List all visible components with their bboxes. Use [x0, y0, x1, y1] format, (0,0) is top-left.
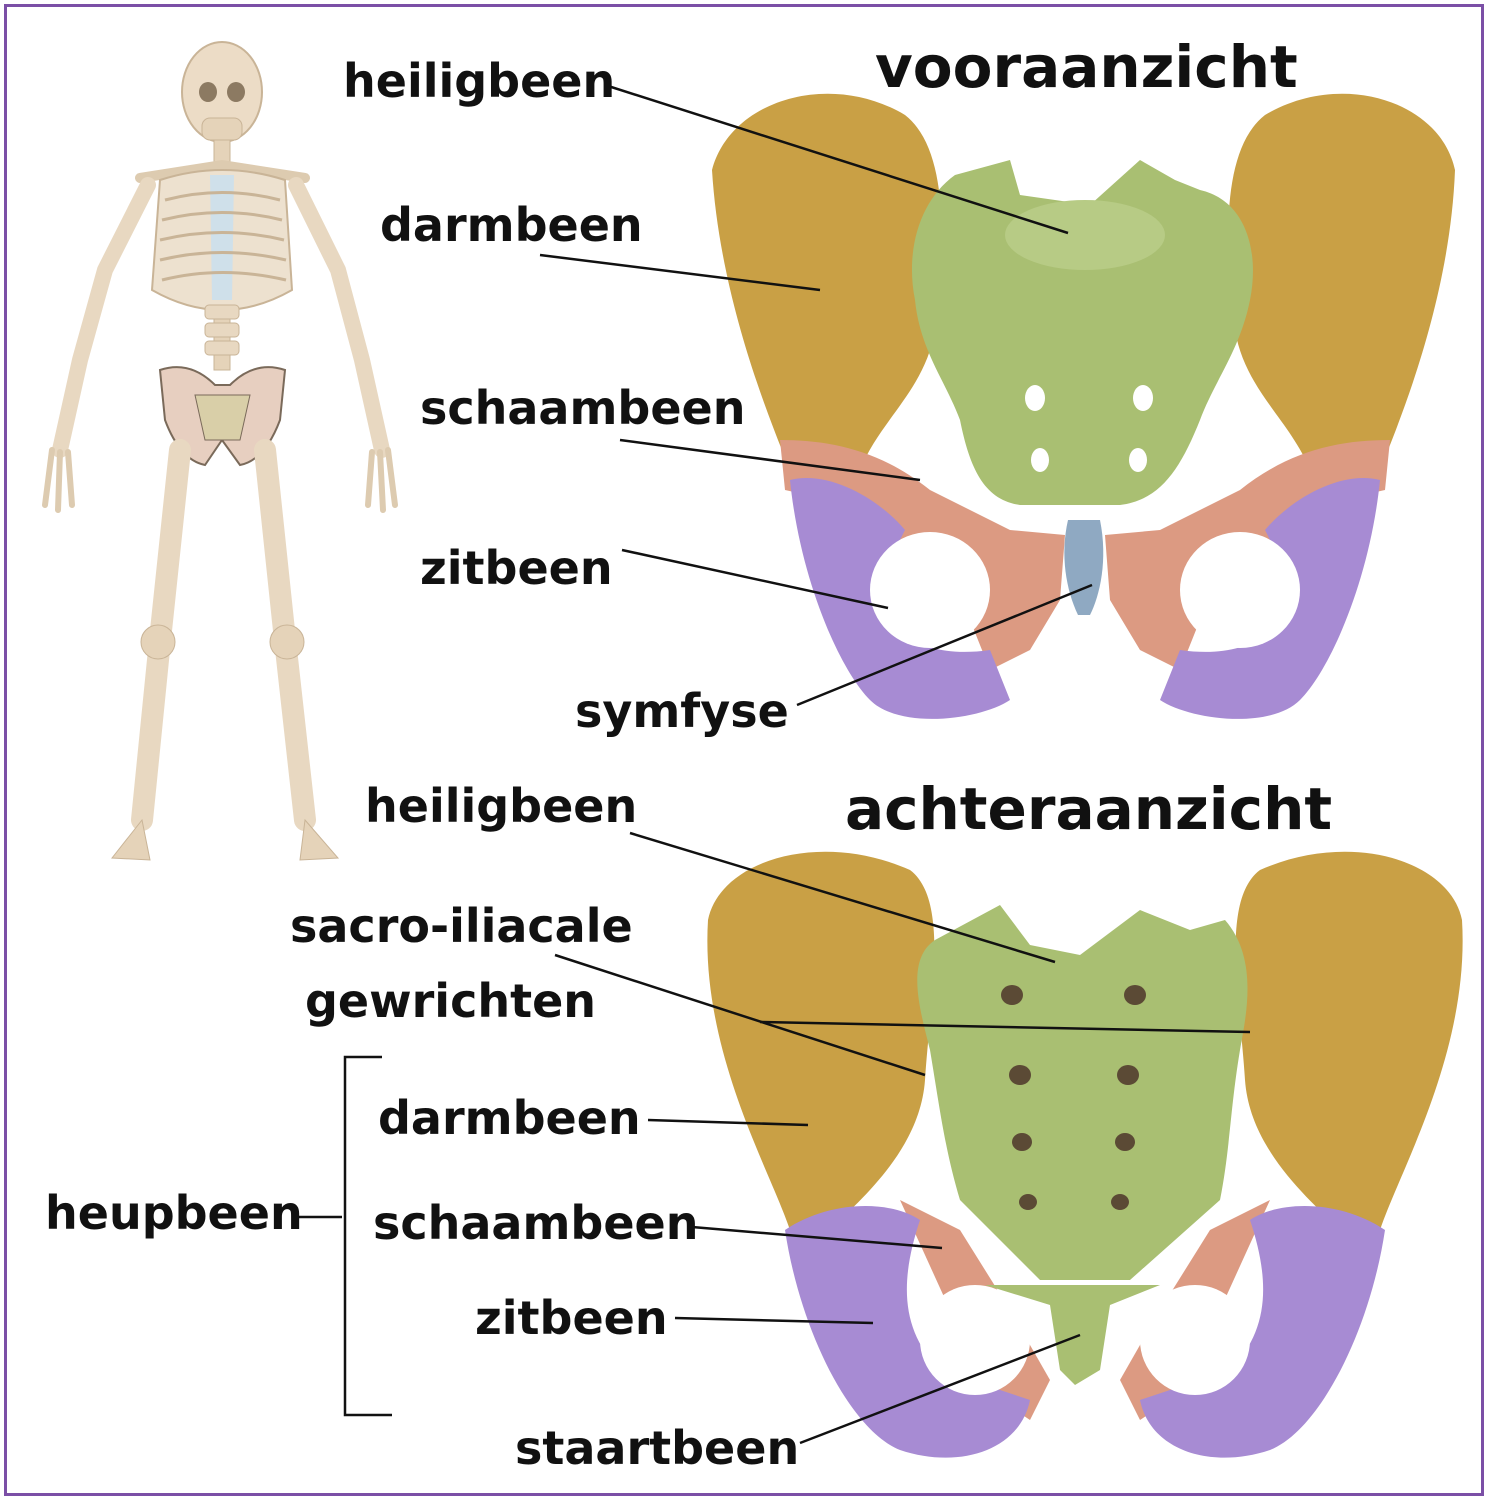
label-front-ischium: zitbeen	[420, 545, 613, 591]
skeleton-figure	[45, 42, 395, 860]
label-back-coccyx: staartbeen	[515, 1425, 799, 1471]
pelvis-front-view	[712, 94, 1455, 719]
front-ilium-right	[1228, 94, 1455, 470]
label-front-symphysis: symfyse	[575, 688, 789, 734]
label-hip-bone: heupbeen	[45, 1190, 303, 1236]
front-symphysis	[1064, 520, 1103, 615]
label-front-pubis: schaambeen	[420, 385, 745, 431]
label-back-pubis: schaambeen	[373, 1200, 698, 1246]
label-front-ilium: darmbeen	[380, 202, 643, 248]
back-sacrum	[917, 905, 1247, 1280]
label-back-si-joints-line1: sacro-iliacale	[290, 903, 633, 949]
label-front-sacrum: heiligbeen	[343, 58, 615, 104]
back-view-title: achteraanzicht	[845, 780, 1332, 838]
front-view-title: vooraanzicht	[875, 38, 1298, 96]
label-back-ischium: zitbeen	[475, 1295, 668, 1341]
label-back-si-joints-line2: gewrichten	[305, 978, 596, 1024]
label-back-ilium: darmbeen	[378, 1095, 641, 1141]
pelvis-back-view	[707, 852, 1462, 1458]
back-ilium-right	[1236, 852, 1463, 1230]
label-back-sacrum: heiligbeen	[365, 783, 637, 829]
